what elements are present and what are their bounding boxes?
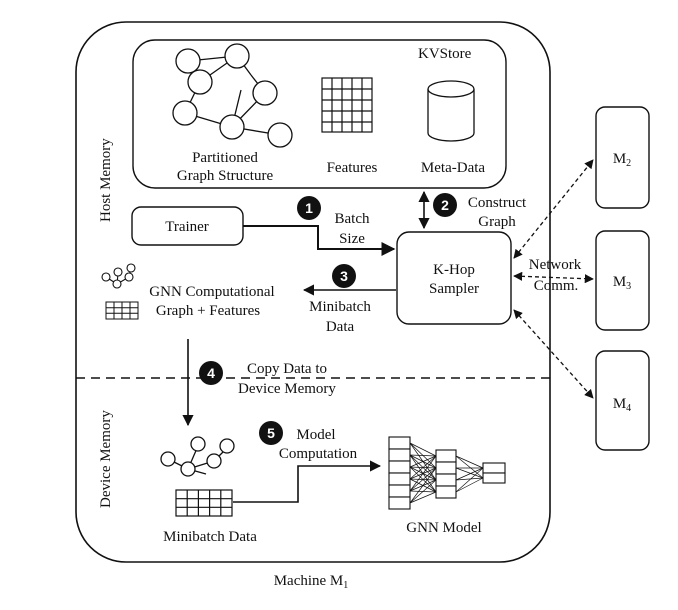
step-2-label-line2: Graph <box>478 214 516 230</box>
step-3-label-line1: Minibatch <box>309 299 371 315</box>
gnn-graph-label-line2: Graph + Features <box>156 303 260 319</box>
step-badge-2: 2 <box>433 193 457 217</box>
sampler-label-line1: K-Hop <box>433 262 475 278</box>
step-1-label-line2: Size <box>339 231 365 247</box>
svg-text:2: 2 <box>441 197 449 213</box>
step-5-label-line2: Computation <box>279 446 358 462</box>
remote-machine-m2-box <box>595 106 650 209</box>
step-5-label-line1: Model <box>296 427 335 443</box>
machine-m1-label: Machine M1 <box>274 573 349 591</box>
host-memory-label: Host Memory <box>98 138 114 222</box>
graph-label-line1: Partitioned <box>192 150 258 166</box>
svg-text:1: 1 <box>305 200 313 216</box>
remote-machine-m4-label: M4 <box>613 396 631 414</box>
step-3-label-line2: Data <box>326 319 355 335</box>
network-comm-arrows <box>513 159 594 399</box>
kvstore-title: KVStore <box>418 46 472 62</box>
device-memory-label: Device Memory <box>98 410 114 508</box>
gnn-features-grid-icon <box>105 301 139 320</box>
gnn-model-icon <box>388 436 506 510</box>
minibatch-grid-icon <box>175 489 233 517</box>
sampler-label-line2: Sampler <box>429 281 479 297</box>
kvstore-box <box>132 39 507 189</box>
remote-machine-m4-box <box>595 350 650 451</box>
minibatch-label: Minibatch Data <box>163 529 257 545</box>
svg-text:5: 5 <box>267 425 275 441</box>
step-4-label-line1: Copy Data to <box>247 361 327 377</box>
step-badge-3: 3 <box>332 264 356 288</box>
step-badge-1: 1 <box>297 196 321 220</box>
graph-label-line2: Graph Structure <box>177 168 274 184</box>
metadata-cylinder-icon <box>427 80 475 142</box>
features-grid-icon <box>321 77 373 133</box>
device-graph-icon <box>160 436 235 477</box>
machine-m1-box <box>75 21 551 563</box>
arrow-model-computation <box>233 460 382 503</box>
network-comm-label-line2: Comm. <box>534 278 579 294</box>
partitioned-graph-icon <box>172 43 293 148</box>
network-comm-label-line1: Network <box>529 257 582 273</box>
gnn-graph-icon <box>101 263 136 289</box>
arrow-batch-size <box>243 225 396 256</box>
step-2-label-line1: Construct <box>468 195 527 211</box>
svg-text:4: 4 <box>207 365 215 381</box>
step-badge-5: 5 <box>259 421 283 445</box>
step-4-label-line2: Device Memory <box>238 381 336 397</box>
remote-machine-m3-label: M3 <box>613 274 631 292</box>
trainer-label: Trainer <box>165 219 209 235</box>
remote-machine-m2-label: M2 <box>613 151 631 169</box>
svg-text:3: 3 <box>340 268 348 284</box>
metadata-label: Meta-Data <box>421 160 485 176</box>
step-badge-4: 4 <box>199 361 223 385</box>
step-1-label-line1: Batch <box>335 211 370 227</box>
remote-machine-m3-box <box>595 230 650 331</box>
features-label: Features <box>327 160 378 176</box>
gnn-model-label: GNN Model <box>406 520 481 536</box>
gnn-graph-label-line1: GNN Computational <box>149 284 274 300</box>
sampler-box <box>396 231 512 325</box>
